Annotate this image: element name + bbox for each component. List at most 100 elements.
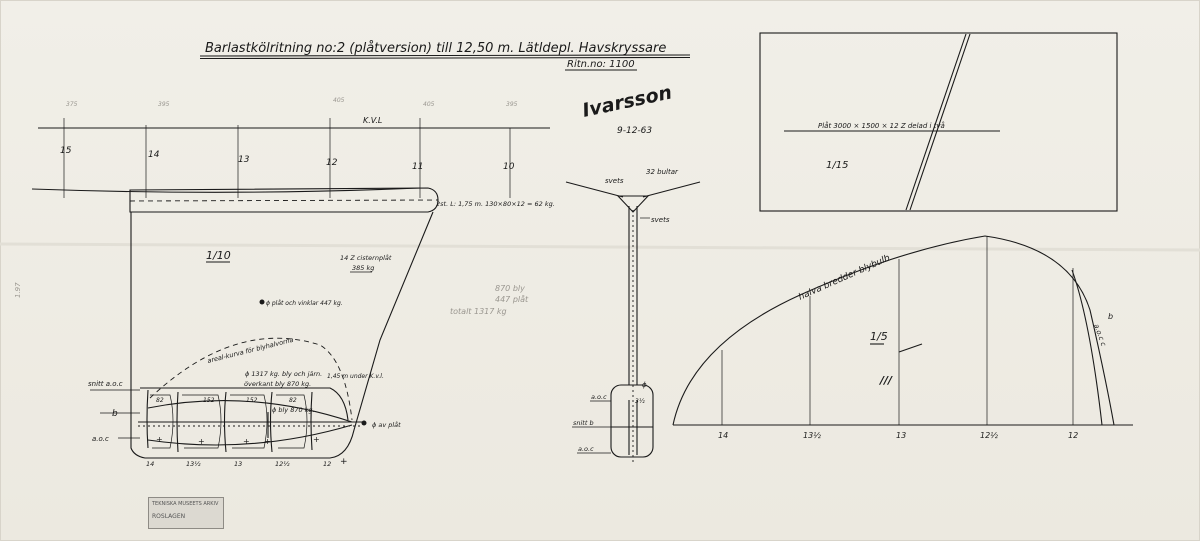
weight-lead: 870 bly xyxy=(495,284,525,293)
bay-2 xyxy=(182,394,222,449)
kvl-label: K.V.L xyxy=(363,116,382,125)
lead-top-edge xyxy=(140,387,349,421)
keel-frame-13: 13 xyxy=(234,460,242,468)
bulb-curve-inner xyxy=(1071,269,1103,426)
cross-5: + xyxy=(313,435,320,444)
bulb-curve-outer xyxy=(672,235,1115,426)
bulb-scale: 1/5 xyxy=(870,330,888,343)
section-right-flange xyxy=(642,181,701,198)
cistern-note: 14 Z cisternplåt xyxy=(340,253,392,262)
plate-cut-line-1 xyxy=(905,33,967,211)
plate-dot xyxy=(361,420,367,426)
section-aoc-bottom: a.o.c xyxy=(578,445,594,453)
cross-2: + xyxy=(198,437,205,446)
flange-centerline xyxy=(129,199,439,202)
station-15: 15 xyxy=(60,146,72,156)
section-view: svets 32 bultar svets a.o.c ϕ 3½ snitt b… xyxy=(565,168,701,462)
plate-c-note: ϕ av plåt xyxy=(372,420,401,429)
bulb-frame-12h: 12½ xyxy=(980,431,998,440)
bottom-note: 1,45 m under K.v.l. xyxy=(327,373,384,380)
plate-pointer-dot xyxy=(259,299,265,305)
stamp-line-1: TEKNISKA MUSEETS ARKIV xyxy=(152,501,219,507)
title-underline-2 xyxy=(199,56,691,60)
dim-152a: 152 xyxy=(203,397,215,404)
cross-4: + xyxy=(264,437,271,446)
plate-view: Plåt 3000 × 1500 × 12 Z delad i två 1/15 xyxy=(759,32,1118,212)
section-svets-side: svets xyxy=(651,216,670,224)
keel-frame-14: 14 xyxy=(146,460,154,468)
bulb-view: 14 13½ 13 12½ 12 halva bredder blybulb 1… xyxy=(672,235,1133,440)
dim-82a: 82 xyxy=(156,397,164,404)
rib-3 xyxy=(223,391,227,453)
fold-crease xyxy=(0,242,1200,252)
keel-frame-13h: 13½ xyxy=(186,460,201,468)
pencil-375: 375 xyxy=(66,101,78,108)
keel-frame-12: 12 xyxy=(323,460,331,468)
pencil-395b: 395 xyxy=(506,101,518,108)
weight-plate: 447 plåt xyxy=(495,294,529,304)
archive-stamp: TEKNISKA MUSEETS ARKIV ROSLAGEN xyxy=(148,497,224,529)
date: 9-12-63 xyxy=(617,126,652,136)
section-dim: 3½ xyxy=(635,398,645,405)
plate-note: Plåt 3000 × 1500 × 12 Z delad i två xyxy=(818,121,945,130)
bay-3 xyxy=(230,394,268,449)
pencil-margin: 1.97 xyxy=(14,282,22,298)
section-bulb xyxy=(610,384,654,458)
keel-body xyxy=(130,211,434,459)
angle-note: 2st. L: 1,75 m. 130×80×12 = 62 kg. xyxy=(436,200,555,208)
stamp-line-2: ROSLAGEN xyxy=(152,513,186,520)
lead-top-profile xyxy=(147,400,353,423)
keel-frame-12h: 12½ xyxy=(275,460,290,468)
rib-1 xyxy=(146,389,149,449)
title-underline xyxy=(199,54,691,57)
weight-total: totalt 1317 kg xyxy=(450,307,507,316)
section-left-flange xyxy=(565,181,624,198)
plate-outline xyxy=(759,32,1118,212)
bulb-frame-14: 14 xyxy=(718,431,728,440)
plate-scale: 1/15 xyxy=(826,160,848,171)
aoc-label: a.o.c xyxy=(92,435,109,443)
section-weld-block xyxy=(616,195,650,213)
cross-1: + xyxy=(156,435,163,444)
station-13: 13 xyxy=(238,155,250,165)
rib-5 xyxy=(310,391,313,451)
top-edge-note: överkant bly 870 kg. xyxy=(244,380,311,388)
station-10: 10 xyxy=(503,162,515,172)
lead-bottom-profile xyxy=(147,424,353,446)
cross-3: + xyxy=(243,437,250,446)
station-12: 12 xyxy=(326,158,338,168)
rib-4 xyxy=(269,391,273,453)
snitt-aoc-label: snitt a.o.c xyxy=(88,380,123,388)
section-snitt-b: snitt b xyxy=(573,419,594,427)
bulb-hatch: /// xyxy=(878,374,893,387)
section-svets-top: svets xyxy=(605,177,624,185)
area-curve xyxy=(149,337,353,421)
lead-weight-note: ϕ bly 870 kg. xyxy=(272,406,315,414)
bulb-curve-b: b xyxy=(1108,312,1113,321)
lead-iron-note: ϕ 1317 kg. bly och järn. xyxy=(245,370,322,378)
keel-elevation: K.V.L 15 14 13 12 11 10 1/10 2st. L: 1,7… xyxy=(31,116,555,468)
drawing-title: Barlastkölritning no:2 (plåtversion) til… xyxy=(205,41,666,56)
bay-1 xyxy=(150,394,174,449)
bulb-arrow xyxy=(898,343,923,353)
hull-bottom-line xyxy=(31,187,421,193)
drawing-number: Ritn.no: 1100 xyxy=(567,59,635,70)
station-11: 11 xyxy=(412,162,423,172)
pencil-405b: 405 xyxy=(423,101,435,108)
bulb-label: halva bredder blybulb xyxy=(797,253,892,303)
pencil-405a: 405 xyxy=(333,97,345,104)
station-14: 14 xyxy=(148,150,160,160)
plate-note: ϕ plåt och vinklar 447 kg. xyxy=(266,300,343,307)
dim-82b: 82 xyxy=(289,397,297,404)
bulb-curve-aoc: a.o.c c xyxy=(1092,323,1107,347)
bulb-frame-13h: 13½ xyxy=(803,431,821,440)
lead-crosses: + + + + + xyxy=(156,435,320,446)
section-aoc-top: a.o.c xyxy=(591,393,607,401)
rib-2 xyxy=(176,391,179,453)
bulb-frame-12: 12 xyxy=(1068,431,1078,440)
signature: Ivarsson xyxy=(580,81,673,121)
plate-cut-line-2 xyxy=(909,33,971,211)
section-phi: ϕ xyxy=(642,381,647,389)
